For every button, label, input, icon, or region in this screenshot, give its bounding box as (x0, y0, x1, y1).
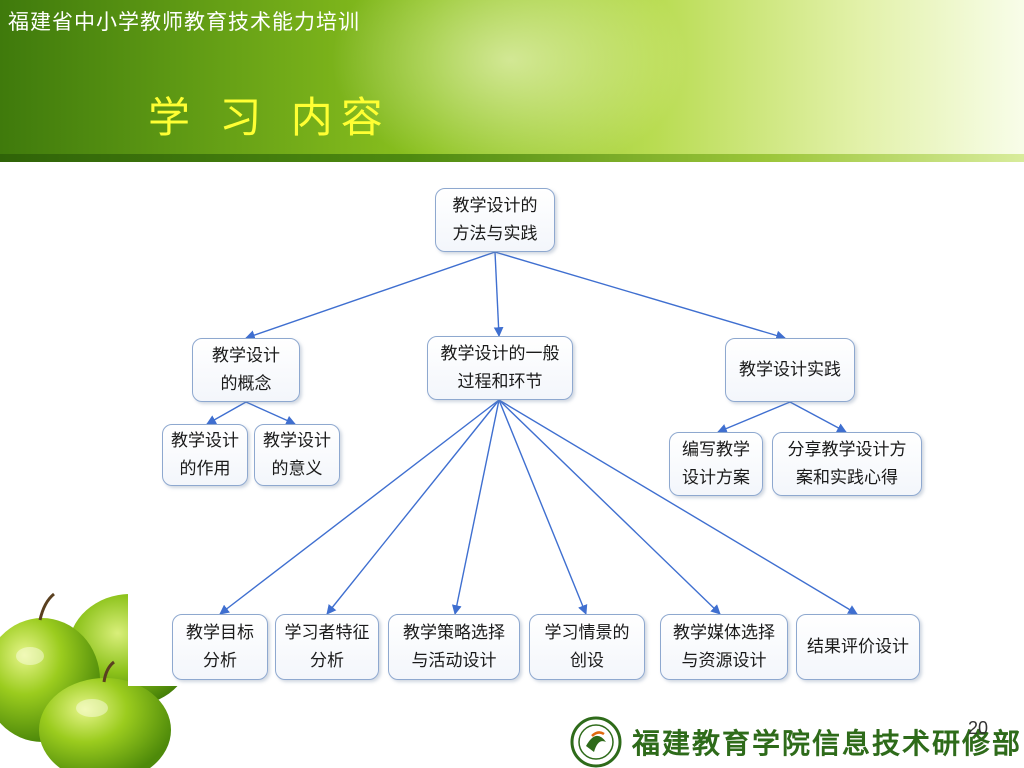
edge-concept-role (206, 401, 247, 425)
node-practice-write: 编写教学 设计方案 (669, 432, 763, 496)
edge-practice-share (789, 401, 847, 433)
page-number: 20 (968, 718, 989, 738)
edge-practice-write (717, 401, 791, 434)
node-practice-share: 分享教学设计方 案和实践心得 (772, 432, 922, 496)
edge-root-practice (494, 251, 786, 341)
header-banner: 福建省中小学教师教育技术能力培训 学 习 内容 (0, 0, 1024, 162)
edge-process-context (498, 399, 588, 615)
node-step-learner: 学习者特征 分析 (275, 614, 379, 680)
node-practice: 教学设计实践 (725, 338, 855, 402)
edge-process-media (498, 399, 721, 615)
header-glow (330, 0, 690, 162)
node-step-context: 学习情景的 创设 (529, 614, 645, 680)
node-concept-meaning: 教学设计 的意义 (254, 424, 340, 486)
page-title: 学 习 内容 (148, 93, 391, 142)
node-concept: 教学设计 的概念 (192, 338, 300, 402)
edge-concept-meaning (245, 401, 296, 425)
footer-brand: 福建教育学院信息技术研修部 (570, 712, 1024, 768)
edge-process-goal (219, 399, 500, 615)
node-step-strategy: 教学策略选择 与活动设计 (388, 614, 520, 680)
edge-process-learner (326, 399, 500, 615)
edge-process-strategy (451, 399, 500, 615)
node-step-media: 教学媒体选择 与资源设计 (660, 614, 788, 680)
node-step-goal: 教学目标 分析 (172, 614, 268, 680)
edge-root-concept (245, 251, 496, 340)
edge-root-process (493, 251, 504, 337)
node-concept-role: 教学设计 的作用 (162, 424, 248, 486)
node-root: 教学设计的 方法与实践 (435, 188, 555, 252)
node-process: 教学设计的一般 过程和环节 (427, 336, 573, 400)
org-name: 福建教育学院信息技术研修部 (632, 727, 1023, 760)
institute-seal-icon (570, 716, 622, 768)
training-title: 福建省中小学教师教育技术能力培训 (8, 10, 360, 34)
node-step-evaluation: 结果评价设计 (796, 614, 920, 680)
edge-process-evaluation (498, 399, 858, 615)
